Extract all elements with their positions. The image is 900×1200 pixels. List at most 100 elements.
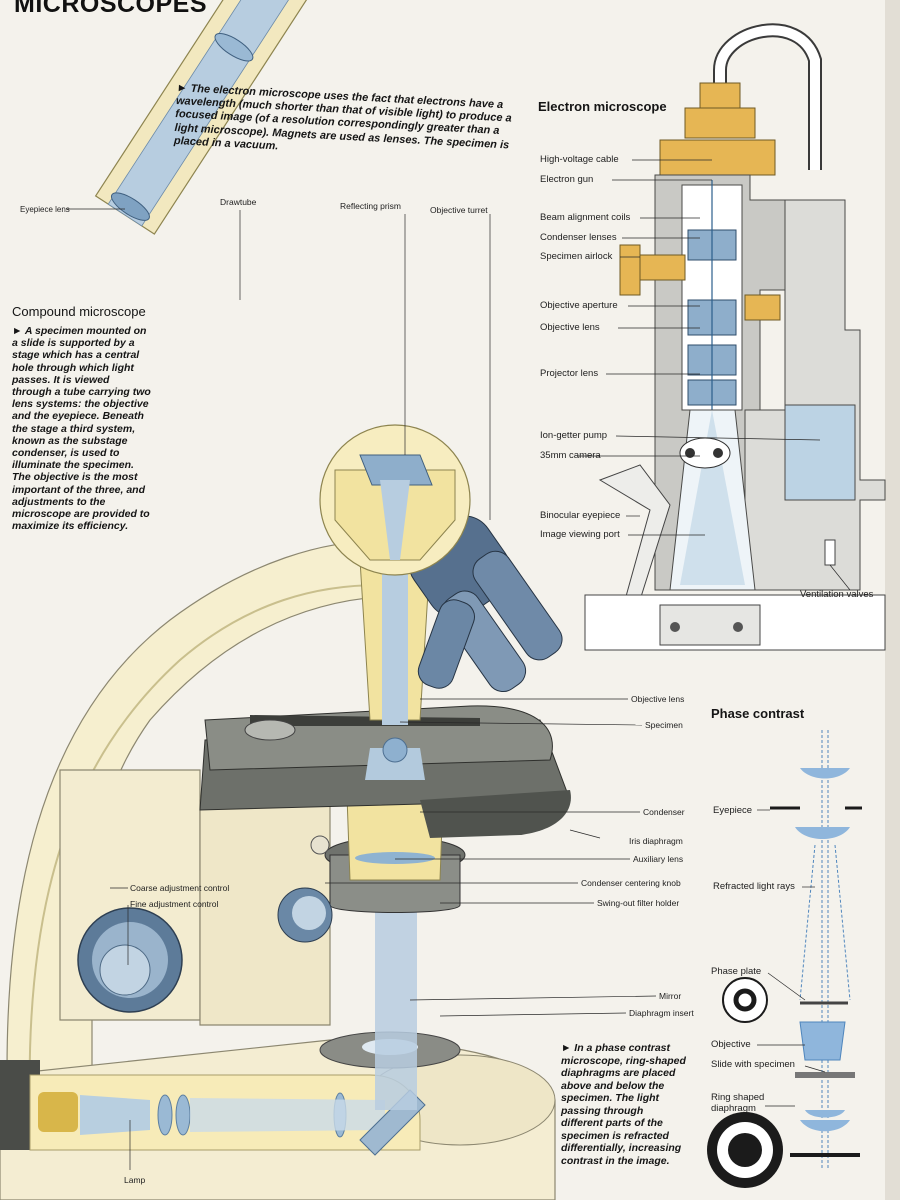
label-filter: Swing-out filter holder [597,898,680,908]
label-mirror: Mirror [659,991,682,1001]
label-objective-lens: Objective lens [631,694,685,704]
label-specimen: Specimen [645,720,683,730]
label-iris: Iris diaphragm [629,836,683,846]
label-gun: Electron gun [540,174,594,185]
eyepiece-tube [94,0,335,235]
page-edge [885,0,900,1200]
phase-objective [799,1021,846,1061]
slide [250,715,480,726]
label-centering: Condenser centering knob [581,878,681,888]
camera-reel-1 [685,448,695,458]
label-aperture: Objective aperture [540,300,618,311]
phase-condenser [800,1110,850,1132]
label-p-plate: Phase plate [711,966,762,977]
airlock-right [744,294,781,321]
side-knob-face [292,896,326,930]
cable-inner [715,25,820,170]
valve [824,539,836,566]
label-condenser: Condenser [643,807,685,817]
label-airlock: Specimen airlock [540,251,613,262]
label-port: Image viewing port [540,529,620,540]
label-drawtube: Drawtube [220,197,257,207]
compound-body: ► A specimen mounted on a slide is suppo… [12,325,151,533]
label-binocular: Binocular eyepiece [540,510,621,521]
label-prism: Reflecting prism [340,201,401,211]
label-turret: Objective turret [430,205,488,215]
lamp-bulb [38,1092,78,1132]
auxiliary-lens [355,852,435,864]
label-objective-lens-em: Objective lens [540,322,600,333]
field-lens-tube [214,33,254,62]
turret-objective-3 [417,599,475,689]
objective-3 [417,599,475,689]
label-p-rays: Refracted light rays [713,881,795,892]
leader-p-slide [804,1065,826,1073]
stage-under [420,790,571,838]
airlock-2 [639,254,686,281]
label-pump: Ion-getter pump [540,430,608,441]
arm-edge [28,584,381,1111]
label-insert: Diaphragm insert [629,1008,694,1018]
label-p-eyepiece: Eyepiece [713,805,753,816]
tube-light [107,0,323,227]
beam-cone [680,410,745,585]
gun-top [684,107,756,139]
phase-lens-1 [800,768,850,779]
label-camera: 35mm camera [540,450,601,461]
leader-iris [569,829,601,839]
phase-contrast-drawing [707,730,862,1188]
phase-heading: Phase contrast [711,706,805,721]
prism-light [380,480,410,560]
page-title: MICROSCOPES [14,0,208,18]
condenser-top-lens [382,737,408,763]
objective-1 [472,550,563,661]
stage-clip [244,719,296,741]
gun-cap [699,82,741,109]
em-knob-1 [670,622,680,632]
leader-insert [439,1012,627,1017]
label-p-ring: Ring shaped diaphragm [711,1092,765,1114]
leader-specimen [399,721,643,726]
label-coils: Beam alignment coils [540,212,631,223]
label-condenser-lenses: Condenser lenses [540,232,617,243]
leader-lines [66,159,851,1170]
camera-reel-2 [713,448,723,458]
reflecting-prism [359,454,433,486]
pump-box [784,404,856,501]
leader-valves [829,564,851,591]
label-p-slide: Slide with specimen [711,1059,795,1070]
lamp-light [190,1098,385,1132]
compound-microscope-drawing [0,0,571,1200]
centering-knob [310,835,330,855]
label-lamp: Lamp [124,1175,146,1185]
em-knob-2 [733,622,743,632]
leader-mirror [409,995,657,1001]
label-coarse: Coarse adjustment control [130,883,230,893]
phase-body: ► In a phase contrast microscope, ring-s… [561,1042,686,1167]
phase-lens-2 [795,827,850,839]
label-valves: Ventilation valves [800,589,874,600]
label-auxiliary: Auxiliary lens [633,854,684,864]
label-projector: Projector lens [540,368,599,379]
airlock-1 [619,244,641,296]
refracted-rays [799,844,851,1001]
collector-lens-2 [175,1094,191,1136]
condenser-lens [365,748,425,780]
leader-p-plate [767,972,806,1001]
compound-heading: Compound microscope [12,304,146,319]
electron-microscope-drawing [584,23,886,651]
collector-lens-1 [157,1094,173,1136]
phase-plate-ring [733,988,757,1012]
ring-diaphragm-core [728,1133,762,1167]
electron-heading: Electron microscope [538,99,667,114]
objective-light [382,560,408,725]
fine-knob [99,944,151,996]
label-cable: High-voltage cable [540,154,619,165]
lamp-beam [80,1095,150,1135]
turret-objectives [408,515,563,693]
phase-slide [795,1072,855,1078]
eyepiece-lens [110,192,150,221]
gun-housing [659,139,776,176]
